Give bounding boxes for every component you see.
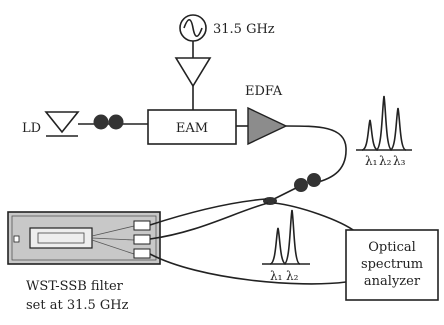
spectrum-bottom: λ₁ λ₂ bbox=[262, 209, 310, 283]
spectrum-label-1: λ₁ bbox=[270, 269, 282, 283]
wst-fanout bbox=[91, 225, 135, 255]
spectrum-label-2: λ₂ bbox=[379, 154, 392, 168]
eam-label: EAM bbox=[176, 121, 208, 136]
laser-diode: LD bbox=[22, 111, 80, 137]
spectrum-peak-3 bbox=[389, 107, 407, 151]
osa-label-line1: Optical bbox=[368, 240, 416, 255]
coupler-to-wst-port1 bbox=[149, 198, 267, 226]
wst-port3-to-osa-fiber bbox=[149, 253, 347, 285]
osa-box bbox=[345, 229, 439, 301]
coil-icon bbox=[307, 173, 321, 187]
spectrum-label-1: λ₁ bbox=[365, 154, 377, 168]
osa-label-line2: spectrum bbox=[361, 257, 423, 272]
spectrum-peak-1 bbox=[269, 227, 287, 265]
spectrum-label-2: λ₂ bbox=[286, 269, 299, 283]
optical-spectrum-analyzer: Optical spectrum analyzer bbox=[345, 229, 439, 301]
spectrum-top: λ₁ λ₂ λ₃ bbox=[356, 95, 412, 168]
spectrum-label-3: λ₃ bbox=[393, 154, 406, 168]
wst-port-2 bbox=[133, 234, 151, 245]
sine-wave-icon bbox=[183, 18, 203, 38]
wst-label-line1: WST-SSB filter bbox=[26, 279, 124, 294]
wst-ssb-filter bbox=[7, 211, 161, 265]
coil-icon bbox=[108, 114, 124, 130]
wst-port-1 bbox=[133, 220, 151, 231]
coil-to-coupler-fiber bbox=[271, 187, 297, 201]
edfa-label: EDFA bbox=[245, 84, 283, 99]
spectrum-peak-2 bbox=[283, 209, 301, 265]
rf-amplifier bbox=[174, 57, 212, 88]
rf-frequency-label: 31.5 GHz bbox=[213, 22, 275, 37]
wst-port-3 bbox=[133, 248, 151, 259]
spectrum-peak-1 bbox=[361, 119, 379, 151]
laser-diode-symbol bbox=[44, 111, 80, 134]
wst-indicator bbox=[13, 235, 20, 243]
coil-icon bbox=[93, 114, 109, 130]
osa-label-line3: analyzer bbox=[364, 274, 421, 289]
edfa-amplifier bbox=[247, 106, 288, 146]
rf-source: 31.5 GHz bbox=[179, 14, 275, 42]
eam-box bbox=[147, 109, 237, 145]
coil-icon bbox=[294, 178, 308, 192]
wst-optics-block bbox=[29, 227, 93, 249]
ld-label: LD bbox=[22, 121, 41, 136]
wst-optics-inner bbox=[37, 232, 85, 244]
edfa-output-fiber bbox=[285, 125, 347, 185]
coupler-to-osa-fiber bbox=[273, 202, 357, 233]
polarization-controller-2 bbox=[294, 173, 321, 192]
spectrum-peak-2 bbox=[375, 95, 393, 151]
wst-port2-to-coupler bbox=[149, 202, 269, 240]
polarization-controller-1 bbox=[93, 114, 124, 130]
wst-label-line2: set at 31.5 GHz bbox=[26, 298, 129, 313]
